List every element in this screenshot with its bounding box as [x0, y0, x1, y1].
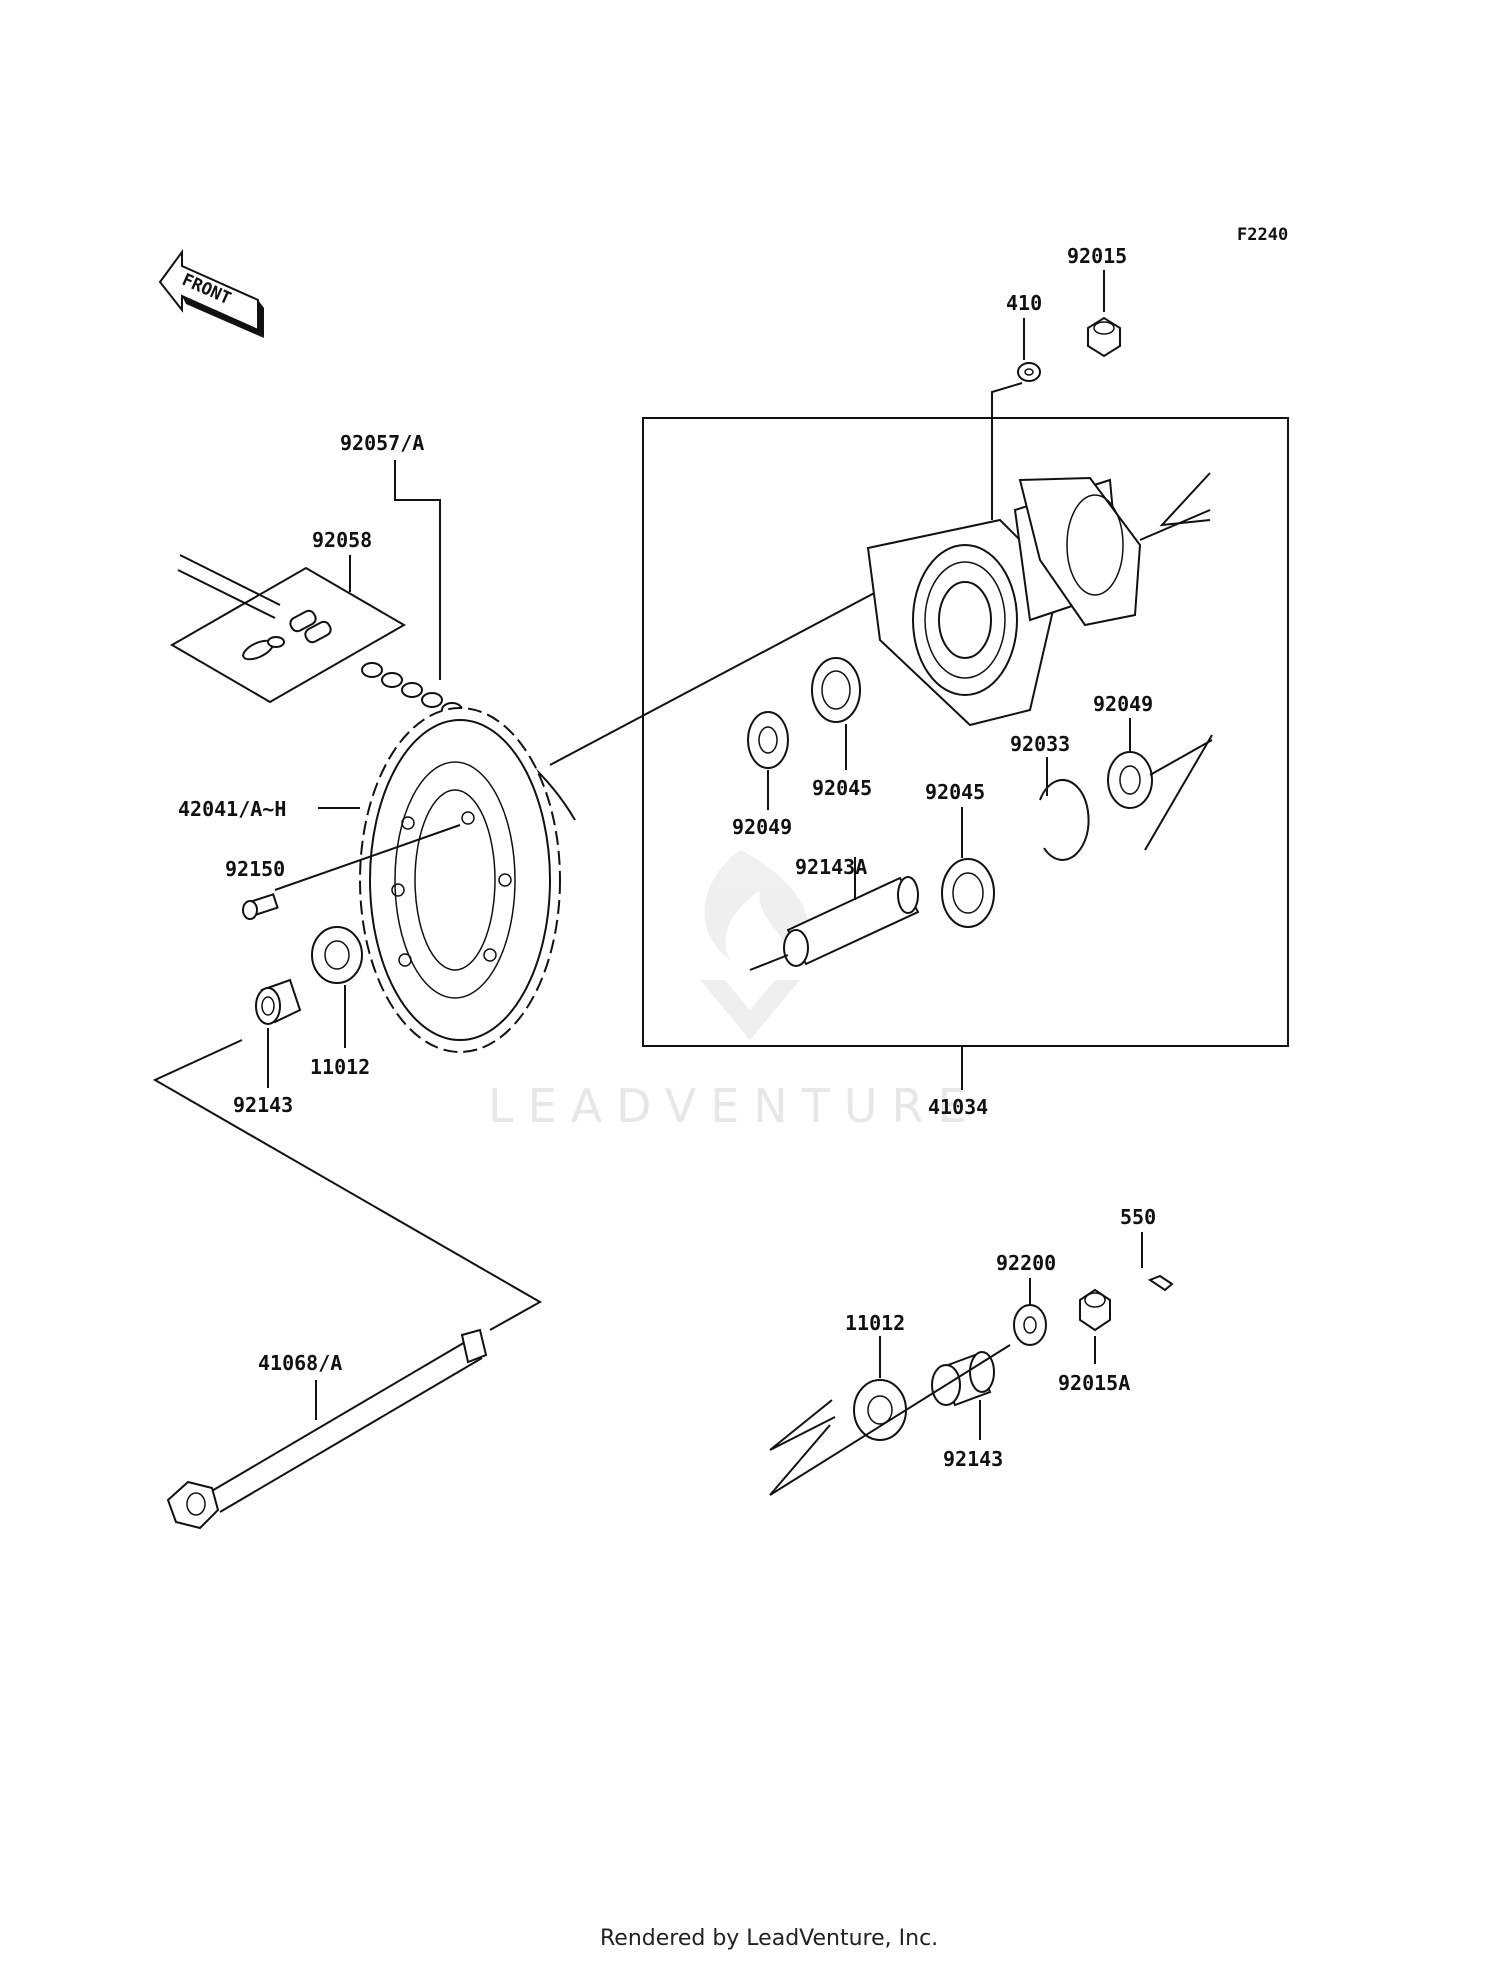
watermark-v-icon: [700, 980, 800, 1040]
part-92033-circlip[interactable]: [1039, 757, 1090, 861]
front-direction-arrow: FRONT: [158, 248, 264, 338]
part-92058-chain-joint[interactable]: [170, 566, 406, 704]
part-92049-grease-seal-right[interactable]: [1107, 718, 1213, 851]
part-42041-rear-sprocket[interactable]: [359, 707, 561, 1053]
watermark-flame-icon: [704, 850, 809, 960]
part-410-washer[interactable]: [991, 318, 1041, 520]
label-410[interactable]: 410: [1006, 291, 1042, 315]
label-11012-left[interactable]: 11012: [310, 1055, 370, 1079]
part-92143-collar-left[interactable]: [255, 978, 302, 1088]
label-41068A[interactable]: 41068/A: [258, 1351, 342, 1375]
label-92045-lower[interactable]: 92045: [925, 780, 985, 804]
part-41034-rear-hub[interactable]: [866, 472, 1211, 727]
footer-credit: Rendered by LeadVenture, Inc.: [600, 1926, 938, 1951]
part-92200-washer[interactable]: [1013, 1278, 1047, 1346]
label-550[interactable]: 550: [1120, 1205, 1156, 1229]
part-92150-bolt[interactable]: [242, 824, 461, 920]
part-92049-grease-seal-left[interactable]: [747, 711, 789, 810]
hub-assembly-box: [642, 417, 1289, 1047]
label-92143-left[interactable]: 92143: [233, 1093, 293, 1117]
figure-code: F2240: [1237, 225, 1288, 245]
part-92045-bearing-lower[interactable]: [941, 807, 995, 928]
label-92143A[interactable]: 92143A: [795, 855, 867, 879]
label-42041[interactable]: 42041/A~H: [178, 797, 286, 821]
part-41068-axle[interactable]: [166, 1328, 488, 1530]
label-92150[interactable]: 92150: [225, 857, 285, 881]
label-92058[interactable]: 92058: [312, 528, 372, 552]
part-92143A-spacer[interactable]: [749, 857, 920, 971]
label-92049-right[interactable]: 92049: [1093, 692, 1153, 716]
part-11012-oil-seal-right[interactable]: [853, 1336, 907, 1441]
right-axle-pointer: [769, 1399, 836, 1451]
label-41034[interactable]: 41034: [928, 1095, 988, 1119]
label-92045-upper[interactable]: 92045: [812, 776, 872, 800]
label-92143-right[interactable]: 92143: [943, 1447, 1003, 1471]
label-92033[interactable]: 92033: [1010, 732, 1070, 756]
part-550-cotter-pin[interactable]: [1141, 1232, 1174, 1292]
label-92015A[interactable]: 92015A: [1058, 1371, 1130, 1395]
label-92200[interactable]: 92200: [996, 1251, 1056, 1275]
axle-path-line: [152, 1039, 543, 1331]
watermark: LEADVENTURE: [488, 850, 981, 1133]
part-92143-collar-right[interactable]: [931, 1351, 995, 1440]
part-92015A-nut[interactable]: [1079, 1288, 1111, 1364]
label-92015[interactable]: 92015: [1067, 244, 1127, 268]
part-92045-bearing-upper[interactable]: [811, 657, 861, 770]
part-11012-oil-seal-left[interactable]: [311, 926, 363, 1048]
label-92049-left[interactable]: 92049: [732, 815, 792, 839]
label-92057A[interactable]: 92057/A: [340, 431, 424, 455]
part-92015-nut[interactable]: [1087, 270, 1121, 358]
label-11012-right[interactable]: 11012: [845, 1311, 905, 1335]
watermark-text: LEADVENTURE: [488, 1079, 981, 1133]
